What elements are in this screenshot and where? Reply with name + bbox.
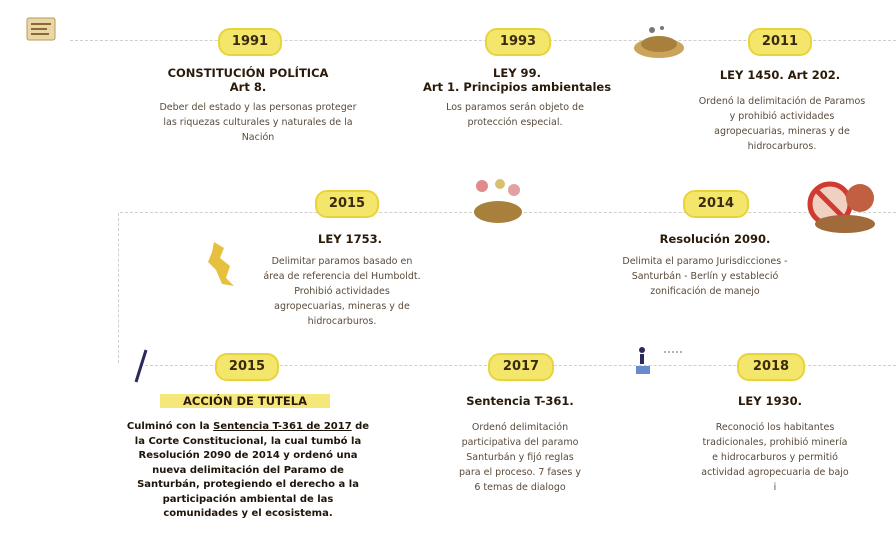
- timeline-connector: [118, 213, 119, 363]
- event-title-1993: LEY 99. Art 1. Principios ambientales: [412, 66, 622, 94]
- event-title-main: CONSTITUCIÓN POLÍTICA: [167, 66, 329, 80]
- event-desc-tutela: Culminó con la Sentencia T-361 de 2017 d…: [126, 420, 370, 522]
- event-title-1991: CONSTITUCIÓN POLÍTICA Art 8.: [148, 66, 348, 94]
- year-badge-1993: 1993: [485, 28, 551, 56]
- event-title-2018: LEY 1930.: [700, 394, 840, 408]
- event-desc-2014: Delimita el paramo Jurisdicciones - Sant…: [622, 256, 788, 297]
- event-title-main: Sentencia T-361.: [466, 394, 574, 408]
- event-title-main: LEY 1930.: [738, 394, 802, 408]
- event-title-main: LEY 1450. Art 202.: [719, 68, 841, 82]
- desc-text: Culminó con la: [126, 421, 214, 432]
- event-desc-2018: Reconoció los habitantes tradicionales, …: [701, 422, 849, 493]
- year-badge-2017: 2017: [488, 353, 554, 381]
- event-desc-2017: Ordenó delimitación participativa del pa…: [459, 422, 581, 493]
- sentencia-reference: Sentencia T-361 de 2017: [213, 421, 352, 432]
- desc-text: de la Corte Constitucional, la cual tumb…: [134, 421, 370, 519]
- year-badge-2015-ley: 2015: [315, 190, 379, 218]
- year-badge-2018: 2018: [737, 353, 805, 381]
- person-icon: [628, 342, 688, 382]
- event-title-main: LEY 99.: [493, 66, 541, 80]
- prohibited-icon: [800, 180, 890, 244]
- event-title-tutela: ACCIÓN DE TUTELA: [160, 394, 330, 408]
- timeline-row-1: [70, 40, 896, 41]
- event-title-2014: Resolución 2090.: [630, 232, 800, 246]
- year-badge-2015-tutela: 2015: [215, 353, 279, 381]
- flowers-icon: [470, 176, 526, 230]
- pen-icon: [126, 346, 156, 390]
- year-badge-1991: 1991: [218, 28, 282, 56]
- event-title-main: ACCIÓN DE TUTELA: [160, 394, 330, 408]
- event-title-sub: Art 8.: [229, 80, 267, 94]
- event-title-2017: Sentencia T-361.: [440, 394, 600, 408]
- event-title-2015-ley: LEY 1753.: [280, 232, 420, 246]
- year-badge-2014: 2014: [683, 190, 749, 218]
- event-title-main: Resolución 2090.: [659, 232, 771, 246]
- event-desc-1991: Deber del estado y las personas proteger…: [159, 102, 357, 143]
- year-badge-2011: 2011: [748, 28, 812, 56]
- map-icon: [200, 238, 244, 294]
- event-title-2011: LEY 1450. Art 202.: [690, 68, 870, 82]
- event-desc-1993: Los paramos serán objeto de protección e…: [446, 102, 584, 128]
- document-icon: [26, 16, 56, 46]
- event-title-sub: Art 1. Principios ambientales: [422, 80, 612, 94]
- landscape-icon: [632, 22, 686, 66]
- event-title-main: LEY 1753.: [318, 232, 382, 246]
- event-desc-2015-ley: Delimitar paramos basado en área de refe…: [263, 256, 421, 327]
- event-desc-2011: Ordenó la delimitación de Paramos y proh…: [698, 96, 866, 152]
